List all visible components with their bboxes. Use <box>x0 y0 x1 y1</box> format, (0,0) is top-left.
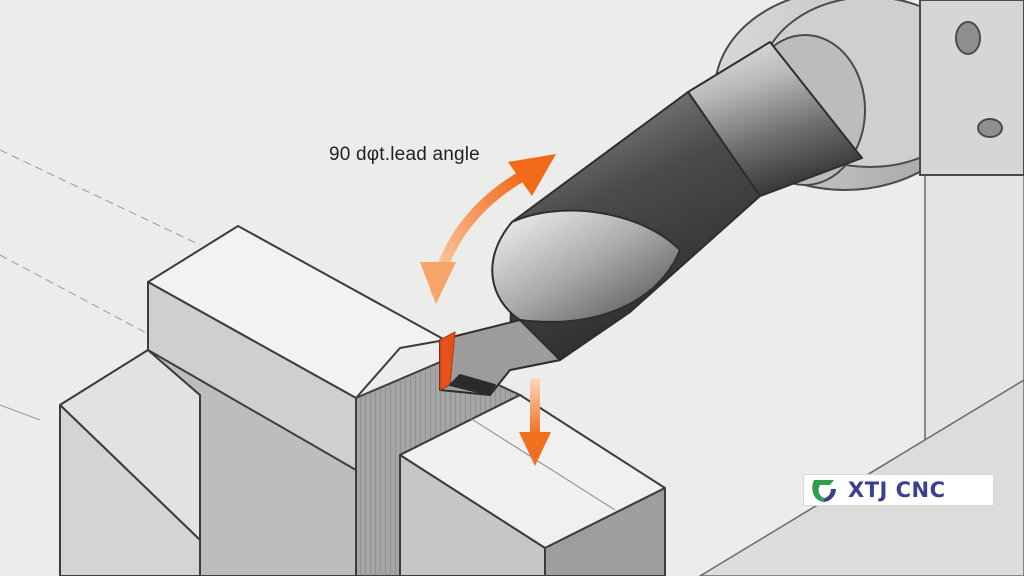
logo-text: XTJ CNC <box>848 478 946 502</box>
logo-mark-icon <box>812 480 836 502</box>
machine-base <box>698 149 1024 576</box>
company-logo: XTJ CNC <box>803 474 994 506</box>
workpiece-left <box>59 225 446 576</box>
workpiece-right <box>399 394 666 576</box>
down-arrow-icon <box>519 378 551 466</box>
lead-angle-label: 90 dφt.lead angle <box>329 144 480 165</box>
double-headed-curved-arrow-icon <box>420 154 556 304</box>
cutting-tool <box>439 41 863 396</box>
tool-flute <box>491 209 681 323</box>
guide-lines <box>0 149 201 421</box>
